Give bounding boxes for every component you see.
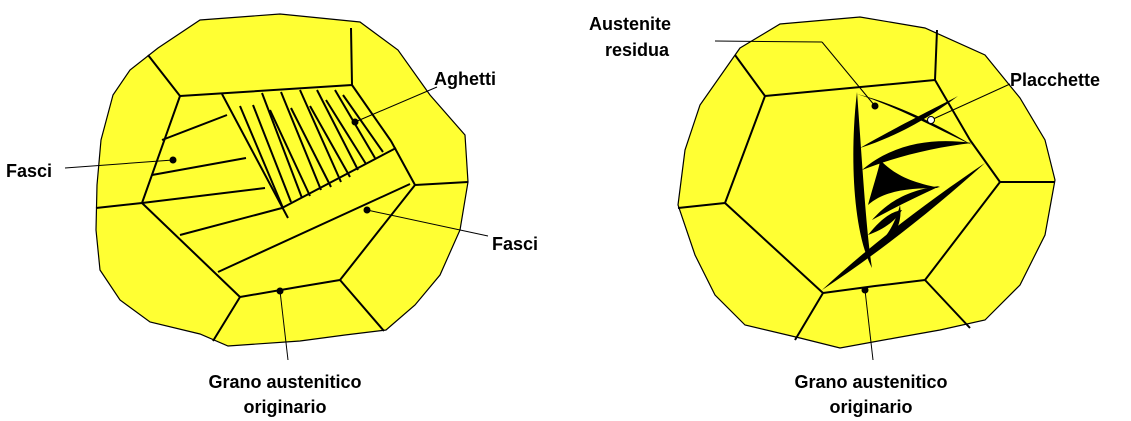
left-needles [239,89,384,209]
label-fasci-left: Fasci [6,161,52,181]
dot-aghetti [351,118,359,126]
label-grano-right-2: originario [829,397,912,417]
dot-austenite [871,102,879,110]
label-placchette: Placchette [1010,70,1100,90]
right-grain-outline [677,16,1056,349]
dot-fasci-right [363,206,371,214]
dot-grano-left [276,287,284,295]
leader-fasci-left [64,159,174,169]
dot-grano-right [861,286,869,294]
label-grano-left-1: Grano austenitico [208,372,361,392]
left-grain-boundaries [95,27,469,342]
right-plates [822,92,985,290]
label-grano-left-2: originario [243,397,326,417]
leader-grano-right [864,289,874,361]
dot-fasci-left [169,156,177,164]
plate-mid-1 [862,141,972,170]
label-austenite-2: residua [605,40,670,60]
plate-large-vertical [853,92,872,268]
leader-austenite [714,40,823,43]
left-packet-boundaries [141,93,411,273]
label-austenite-1: Austenite [589,14,671,34]
dot-placchette [927,116,935,124]
leader-fasci-right [366,209,489,237]
plate-top-2 [860,96,958,148]
leader-aghetti [354,86,438,123]
right-diagram: Austenite residua Placchette Grano auste… [589,14,1100,417]
leader-austenite-2 [821,41,876,107]
left-diagram: Aghetti Fasci Fasci Grano austenitico or… [6,13,538,417]
leader-grano-left [279,290,289,361]
label-grano-right-1: Grano austenitico [794,372,947,392]
plate-low-1 [868,210,902,235]
plate-mid-2 [868,160,940,205]
leader-placchette [930,83,1011,121]
label-aghetti: Aghetti [434,69,496,89]
label-fasci-right: Fasci [492,234,538,254]
plate-long-diagonal [822,163,985,290]
